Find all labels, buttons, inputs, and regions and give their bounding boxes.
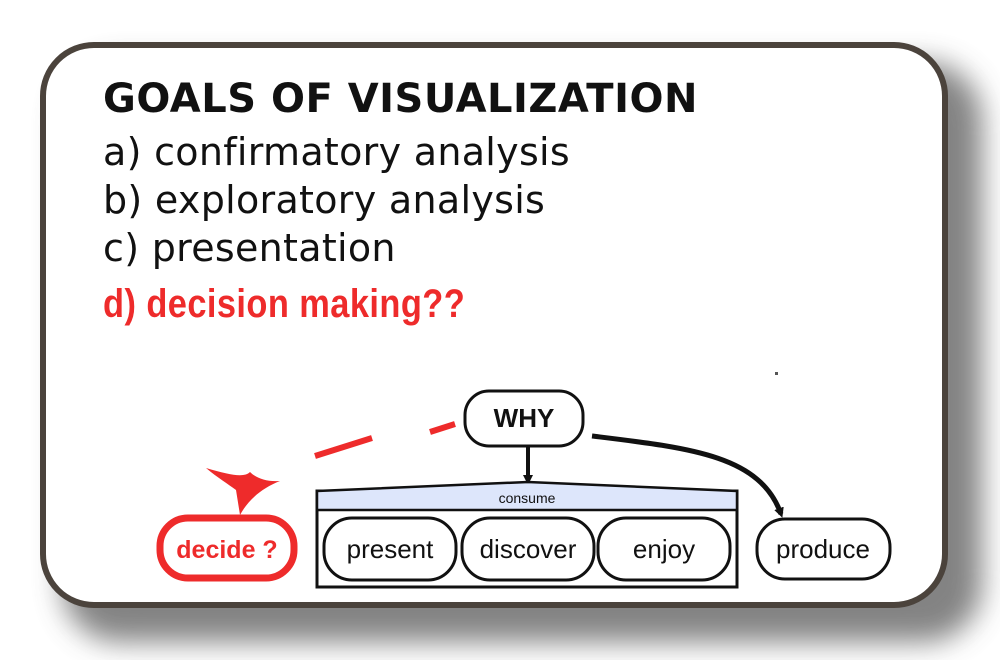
why-node: WHY [463,389,585,448]
arrow-why-to-produce [591,433,784,518]
goal-item-d-highlight: d) decision making?? [103,282,466,326]
present-node: present [322,516,458,582]
dashed-link-why-to-decide [314,421,456,459]
stray-dot [775,372,778,375]
decide-node-label: decide ? [176,536,277,564]
produce-node: produce [755,517,892,581]
why-node-label: WHY [494,403,555,433]
slide-title: GOALS OF VISUALIZATION [103,76,698,122]
discover-node-label: discover [480,534,577,564]
enjoy-node-label: enjoy [633,534,695,564]
goal-item-a: a) confirmatory analysis [103,130,571,174]
consume-group-label: consume [499,490,556,506]
red-arrowhead-icon [206,468,280,515]
enjoy-node: enjoy [596,516,732,582]
produce-node-label: produce [776,534,870,564]
goal-item-b: b) exploratory analysis [103,178,546,222]
goal-item-c: c) presentation [103,226,396,270]
discover-node: discover [460,516,596,582]
present-node-label: present [347,534,434,564]
decide-node: decide ? [156,514,298,582]
